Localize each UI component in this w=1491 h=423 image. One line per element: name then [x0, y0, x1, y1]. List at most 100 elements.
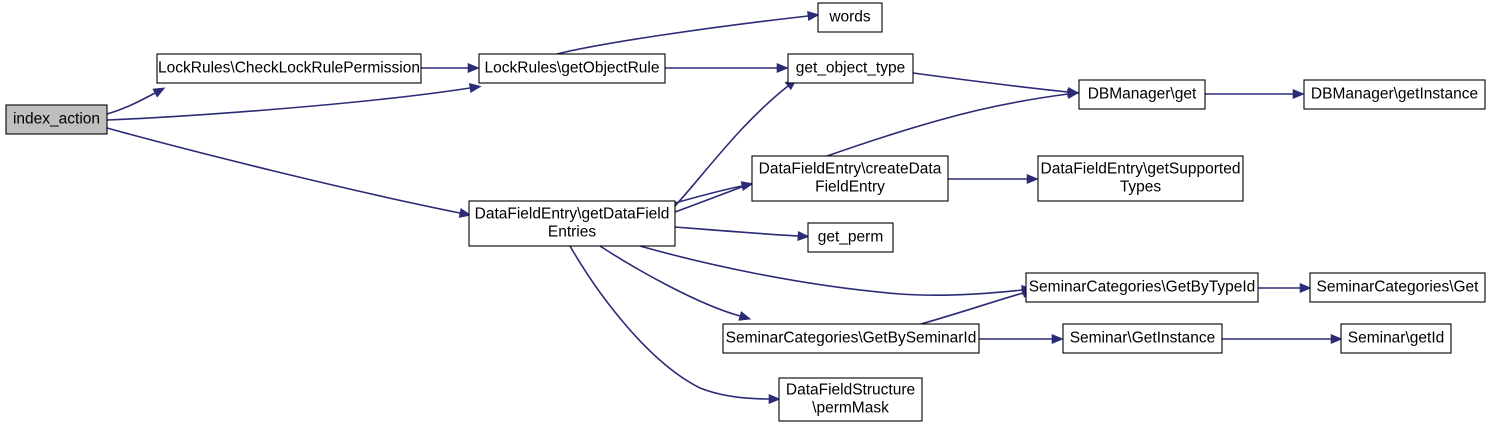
node-label: Seminar\getId: [1348, 330, 1445, 347]
node-box[interactable]: [468, 200, 676, 247]
arrowhead-icon: [1067, 89, 1080, 100]
edge-dbmanager_get-to-dbmanager_getinstance: [1205, 88, 1305, 100]
node-label: \permMask: [812, 400, 889, 417]
node-index_action[interactable]: index_action: [5, 104, 108, 135]
node-box[interactable]: [817, 2, 883, 33]
edge-line: [674, 93, 1069, 213]
node-label: SeminarCategories\GetBySeminarId: [726, 330, 977, 347]
arrowhead-icon: [1330, 333, 1343, 345]
node-seminar_getid[interactable]: Seminar\getId: [1340, 323, 1452, 354]
arrowhead-icon: [1051, 333, 1064, 345]
edge-line: [599, 245, 741, 317]
edge-getdatafieldentries-to-get_perm: [674, 226, 810, 242]
edge-getobjectrule-to-words: [556, 11, 820, 55]
node-label: DataFieldEntry\getDataField: [475, 206, 670, 223]
edge-getdatafieldentries-to-permmask: [569, 245, 781, 405]
arrowhead-icon: [468, 83, 482, 94]
edge-line: [920, 292, 1024, 325]
node-box[interactable]: [1078, 79, 1206, 110]
edge-getbyseminarid-to-seminar_getinstance: [979, 333, 1064, 345]
nodes-layer: index_action LockRules\CheckLockRulePermi…: [5, 2, 1486, 422]
edge-line: [106, 92, 156, 115]
edge-line: [556, 15, 809, 55]
node-label: SeminarCategories\GetByTypeId: [1029, 279, 1256, 296]
node-get_perm[interactable]: get_perm: [807, 222, 894, 253]
node-seminarcategories_get[interactable]: SeminarCategories\Get: [1309, 272, 1486, 303]
node-label: DataFieldEntry\getSupported: [1041, 161, 1241, 178]
node-permmask[interactable]: DataFieldStructure\permMask: [778, 377, 923, 422]
edge-index_action-to-getobjectrule: [106, 83, 482, 121]
node-box[interactable]: [156, 53, 422, 84]
node-label: get_object_type: [796, 60, 905, 77]
node-label: DBManager\get: [1088, 86, 1197, 103]
node-seminar_getinstance[interactable]: Seminar\GetInstance: [1062, 323, 1223, 354]
node-label: DBManager\getInstance: [1311, 86, 1478, 103]
node-box[interactable]: [1340, 323, 1452, 354]
node-dbmanager_get[interactable]: DBManager\get: [1078, 79, 1206, 110]
edge-index_action-to-getdatafieldentries: [106, 127, 472, 218]
node-checklockrulepermission[interactable]: LockRules\CheckLockRulePermission: [156, 53, 422, 84]
node-box[interactable]: [5, 104, 108, 135]
edge-checklockrulepermission-to-getobjectrule: [421, 62, 480, 74]
node-label: LockRules\getObjectRule: [485, 60, 660, 77]
node-box[interactable]: [1037, 155, 1244, 202]
arrowhead-icon: [1026, 173, 1039, 185]
arrowhead-icon: [738, 311, 752, 321]
node-getbytypeid[interactable]: SeminarCategories\GetByTypeId: [1025, 272, 1259, 303]
arrowhead-icon: [740, 181, 754, 192]
node-label: SeminarCategories\Get: [1317, 279, 1480, 296]
edge-line: [569, 245, 770, 400]
node-box[interactable]: [1309, 272, 1486, 303]
node-get_object_type[interactable]: get_object_type: [787, 53, 914, 84]
edge-line: [674, 185, 743, 204]
node-label: DataFieldStructure: [786, 382, 915, 399]
node-label: DataFieldEntry\createData: [759, 161, 942, 178]
node-box[interactable]: [787, 53, 914, 84]
arrowhead-icon: [1299, 282, 1312, 294]
node-label: index_action: [13, 111, 100, 128]
edge-line: [639, 245, 1023, 297]
edge-getdatafieldentries-to-getbytypeid: [639, 245, 1034, 297]
arrowhead-icon: [1292, 88, 1305, 100]
edge-line: [912, 72, 1069, 93]
arrowhead-icon: [807, 11, 820, 22]
arrowhead-icon: [797, 230, 810, 242]
edge-getdatafieldentries-to-createdatafieldentry: [674, 181, 754, 204]
edge-getbytypeid-to-seminarcategories_get: [1258, 282, 1312, 294]
node-box[interactable]: [807, 222, 894, 253]
node-dbmanager_getinstance[interactable]: DBManager\getInstance: [1303, 79, 1486, 110]
node-words[interactable]: words: [817, 2, 883, 33]
arrowhead-icon: [458, 207, 472, 218]
node-label: Seminar\GetInstance: [1070, 330, 1216, 347]
node-label: get_perm: [818, 229, 883, 246]
edge-getdatafieldentries-to-getbyseminarid: [599, 245, 752, 321]
edge-seminar_getinstance-to-seminar_getid: [1222, 333, 1343, 345]
edge-createdatafieldentry-to-getsupportedtypes: [948, 173, 1039, 185]
arrowhead-icon: [768, 393, 781, 405]
node-box[interactable]: [1025, 272, 1259, 303]
node-box[interactable]: [1303, 79, 1486, 110]
node-box[interactable]: [751, 155, 949, 202]
node-box[interactable]: [478, 53, 666, 84]
edge-line: [674, 226, 799, 237]
node-label: LockRules\CheckLockRulePermission: [158, 60, 420, 77]
edge-getobjectrule-to-get_object_type: [665, 62, 789, 74]
arrowhead-icon: [152, 87, 166, 98]
arrowhead-icon: [467, 62, 480, 74]
edge-line: [106, 87, 471, 121]
edge-index_action-to-checklockrulepermission: [106, 87, 166, 115]
node-label: Entries: [548, 224, 596, 241]
arrowhead-icon: [776, 62, 789, 74]
edges-layer: [106, 11, 1343, 405]
node-box[interactable]: [1062, 323, 1223, 354]
node-box[interactable]: [778, 377, 923, 422]
node-box[interactable]: [722, 323, 980, 354]
edge-line: [674, 85, 789, 207]
node-getobjectrule[interactable]: LockRules\getObjectRule: [478, 53, 666, 84]
node-getbyseminarid[interactable]: SeminarCategories\GetBySeminarId: [722, 323, 980, 354]
